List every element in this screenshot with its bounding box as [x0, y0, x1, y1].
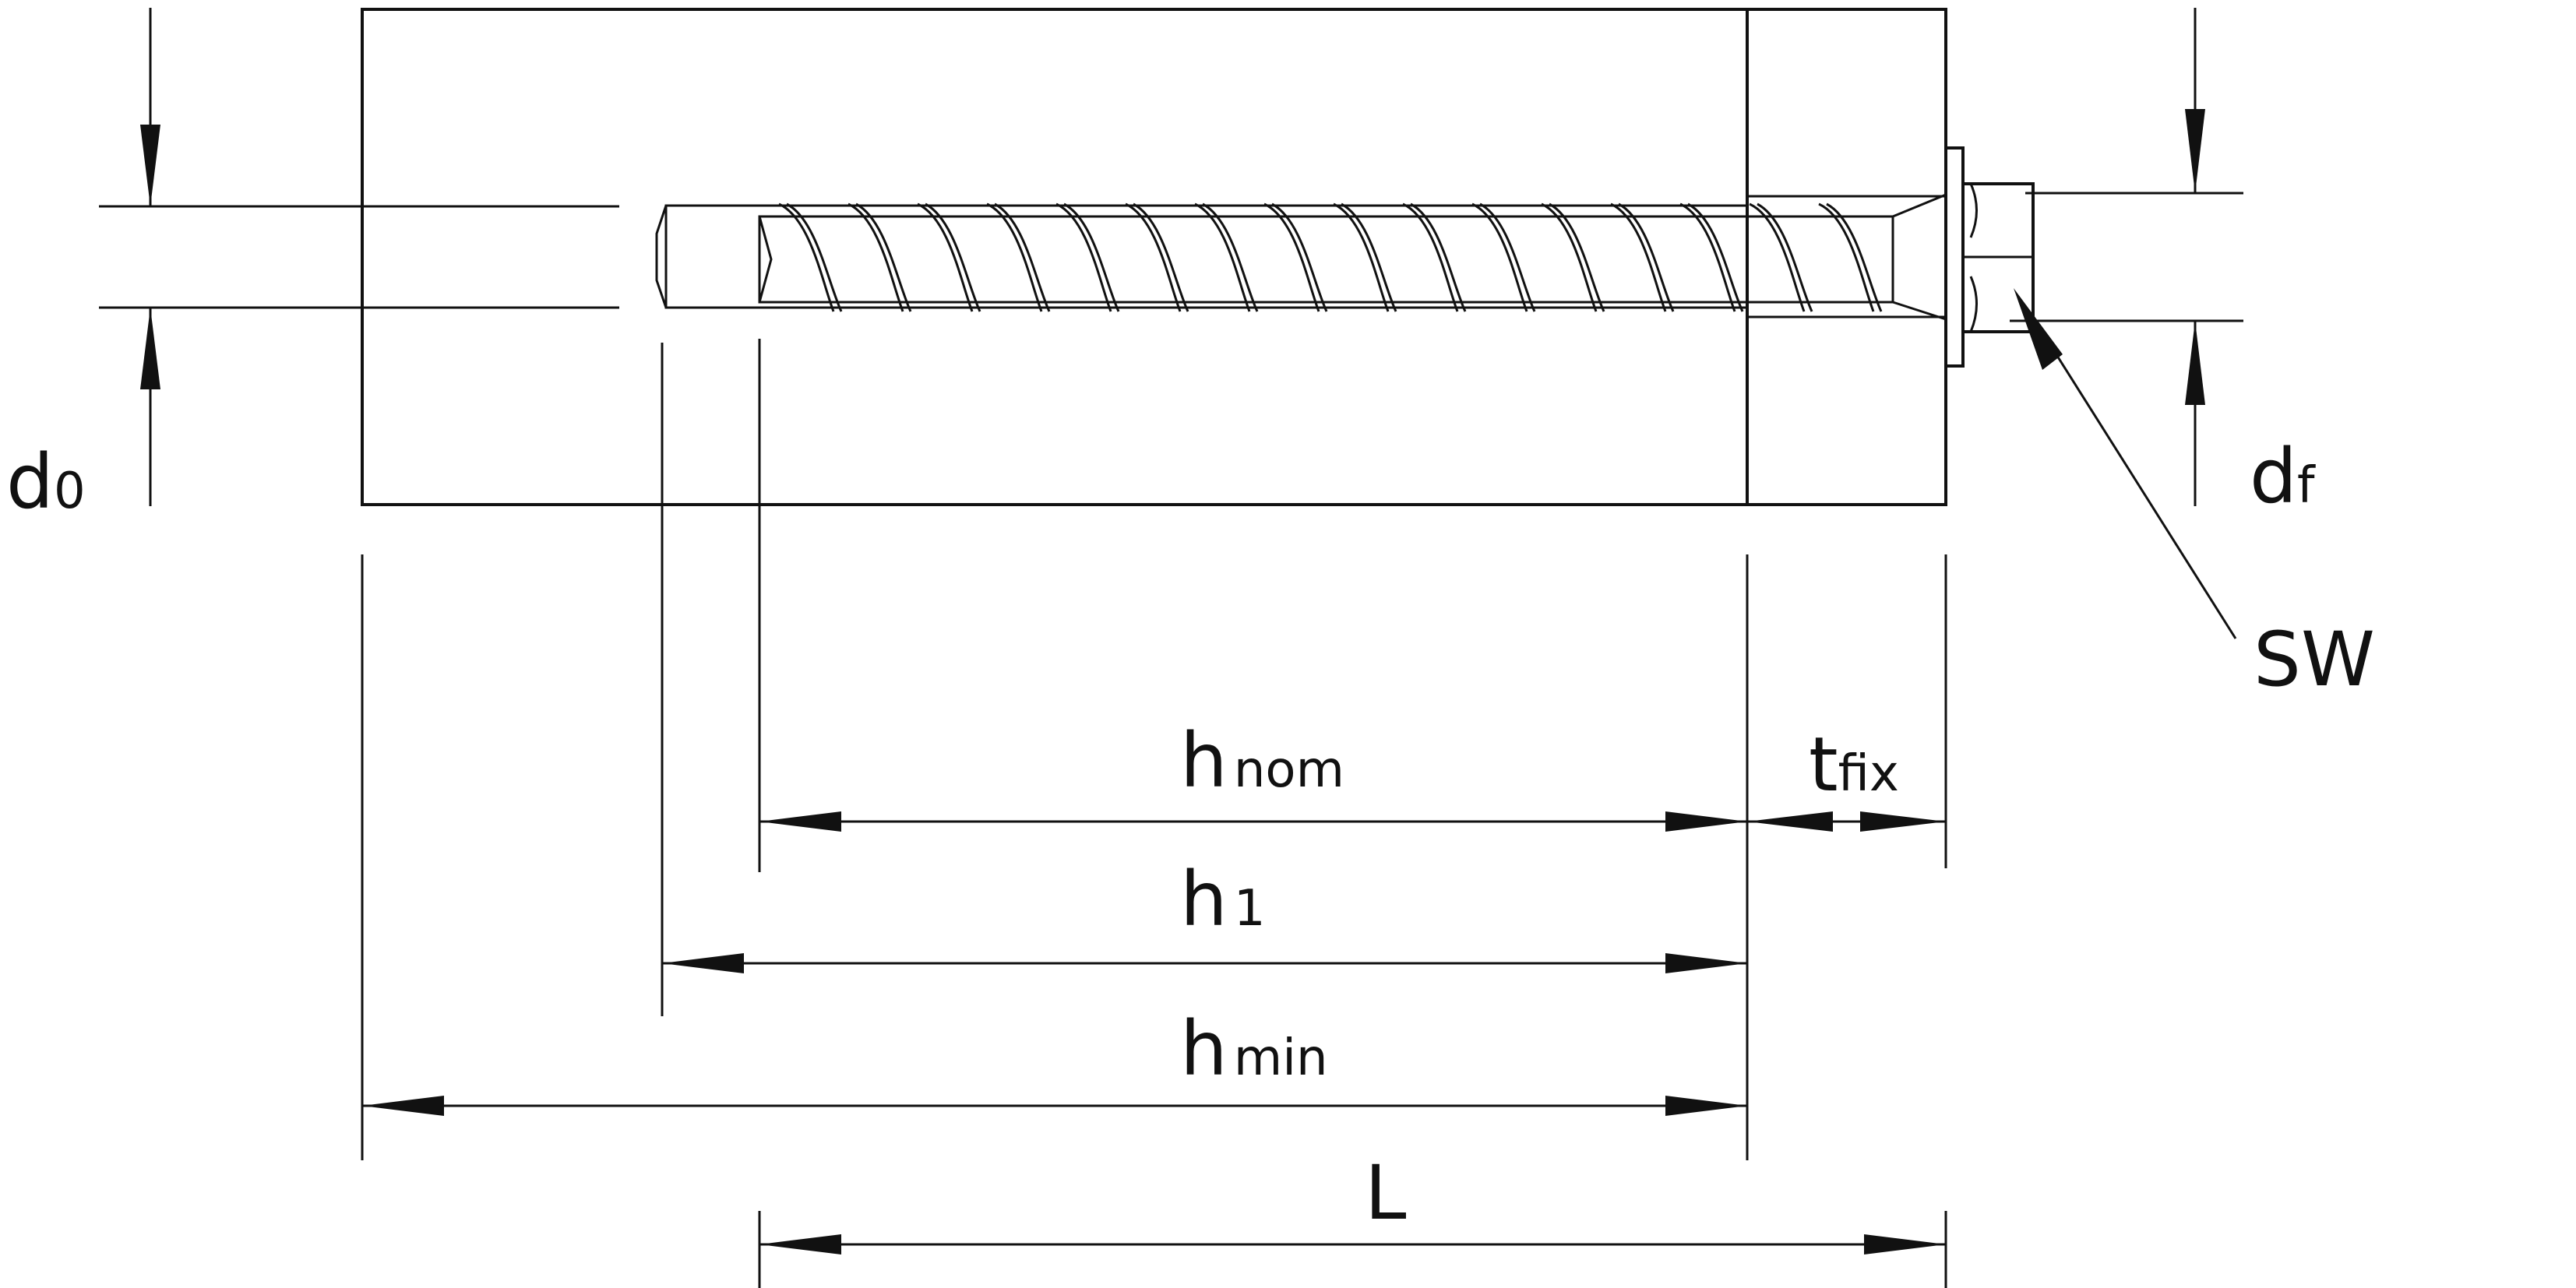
thread-flank	[1610, 202, 1667, 312]
thread-flank	[1194, 202, 1251, 312]
washer	[1944, 146, 1965, 368]
label-df: df	[2250, 433, 2316, 520]
thread-flank	[994, 202, 1051, 312]
dimension-tfix	[1747, 811, 1946, 832]
thread-flank	[778, 202, 835, 312]
thread-flank	[1063, 202, 1120, 312]
thread-flank	[1402, 202, 1459, 312]
thread-flank	[1133, 202, 1189, 312]
thread-flank	[1818, 202, 1875, 312]
thread-flank	[1618, 202, 1675, 312]
thread-flank	[1679, 202, 1736, 312]
thread-flank	[786, 202, 843, 312]
label-d0: d0	[6, 438, 86, 526]
thread-flank	[925, 202, 981, 312]
thread-flank	[1341, 202, 1397, 312]
screw-anchor	[758, 146, 2035, 368]
thread-flank	[1271, 202, 1328, 312]
thread-flank	[1541, 202, 1598, 312]
thread-flank	[1333, 202, 1390, 312]
thread-flank	[1471, 202, 1528, 312]
dimension-hnom	[759, 811, 1747, 832]
thread-flank	[1055, 202, 1112, 312]
clearance-hole	[1746, 195, 1947, 318]
thread-flank	[1687, 202, 1744, 312]
label-sw: SW	[2254, 616, 2375, 703]
thread-flank	[1549, 202, 1605, 312]
dimension-h1	[662, 953, 1747, 973]
extension-lines	[361, 339, 1947, 1288]
thread-flank	[855, 202, 912, 312]
screw-threads	[778, 202, 1883, 312]
thread-flank	[917, 202, 974, 312]
thread-flank	[1826, 202, 1883, 312]
concrete-base	[361, 8, 1749, 506]
thread-flank	[1479, 202, 1536, 312]
thread-flank	[1749, 202, 1806, 312]
dimension-hmin	[362, 1096, 1747, 1116]
label-L: L	[1365, 1149, 1406, 1237]
dimension-L	[759, 1234, 1946, 1255]
thread-flank	[1263, 202, 1320, 312]
thread-flank	[1410, 202, 1467, 312]
thread-flank	[1757, 202, 1813, 312]
thread-flank	[1202, 202, 1259, 312]
leader-sw	[2014, 288, 2237, 639]
thread-flank	[1125, 202, 1182, 312]
fixture-plate	[1746, 8, 1947, 506]
hole-tip	[655, 205, 668, 308]
dimension-d0	[99, 8, 619, 506]
thread-flank	[986, 202, 1043, 312]
thread-flank	[848, 202, 904, 312]
dimension-df	[2010, 8, 2243, 506]
label-tfix: tfix	[1809, 721, 1899, 808]
